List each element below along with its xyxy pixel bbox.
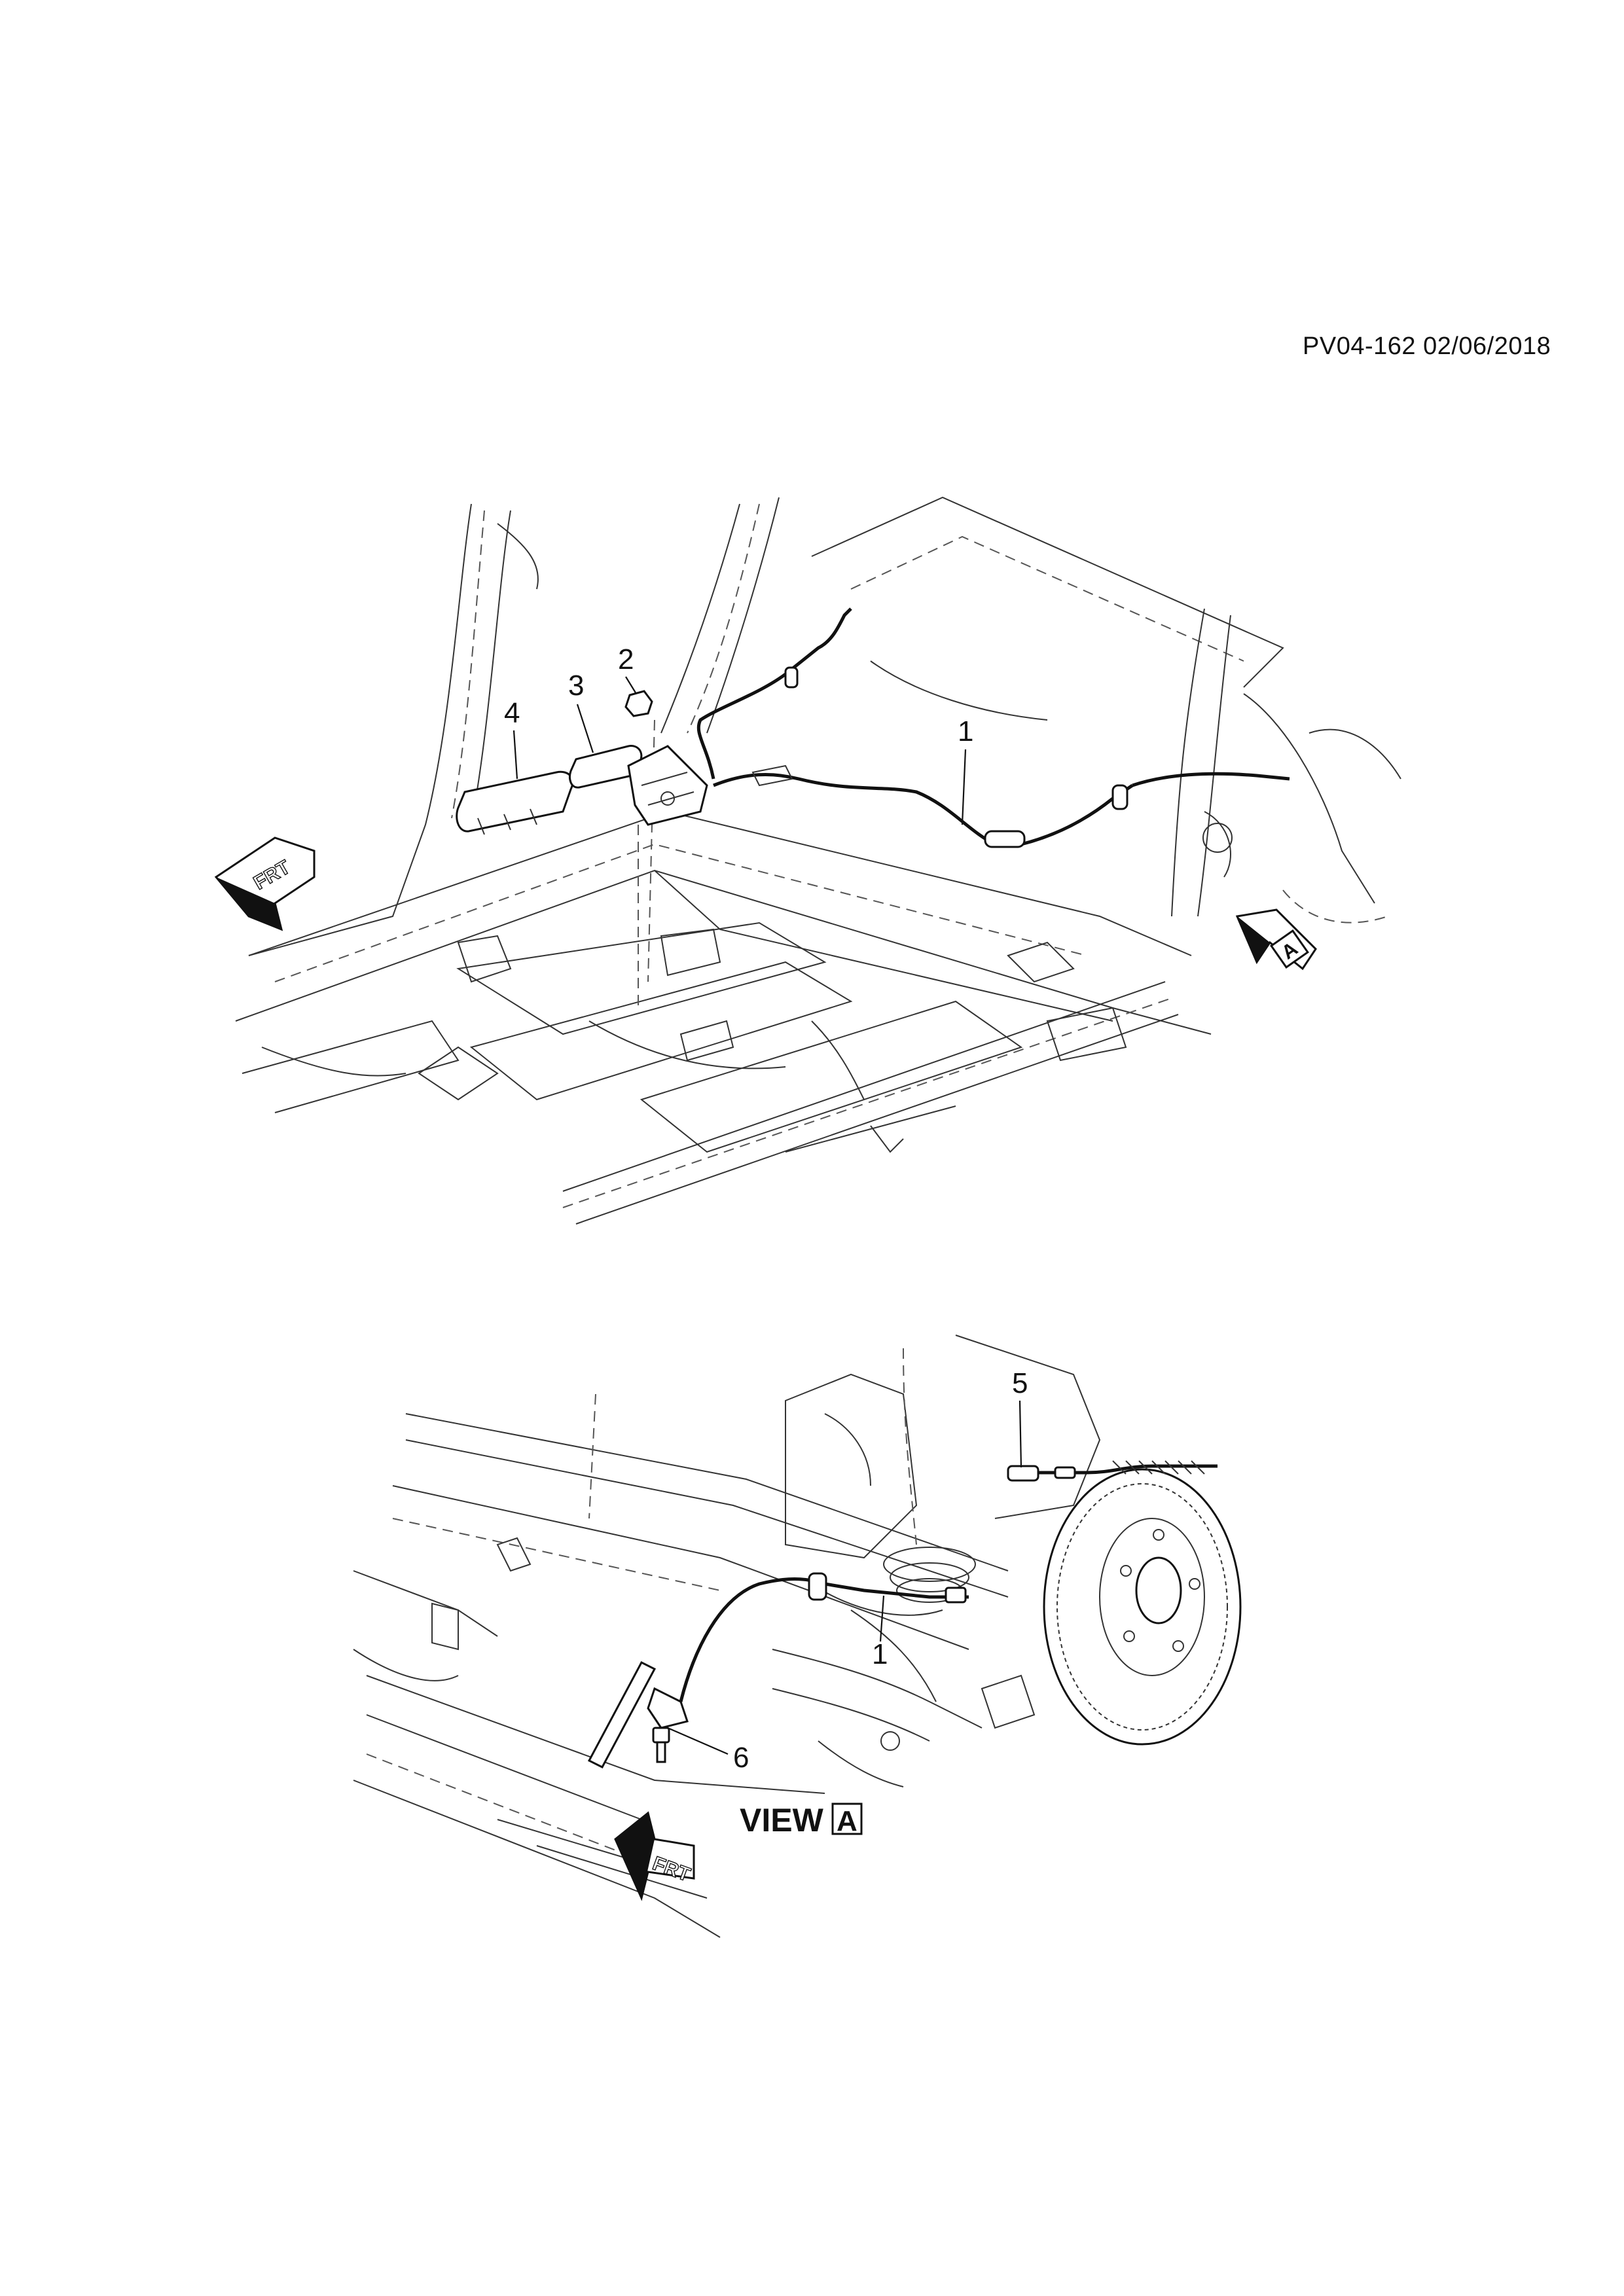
parking-brake-handle-grip — [456, 770, 574, 835]
front-direction-arrow-top: FRT — [214, 836, 316, 931]
parking-brake-cable-top — [696, 607, 1290, 848]
cable-bracket-bolt — [587, 1661, 689, 1768]
rear-brake-drum — [1043, 1468, 1242, 1746]
parking-brake-cable-bottom — [679, 1572, 969, 1702]
callout-4: 4 — [504, 697, 520, 729]
rear-brake-cable — [1007, 1460, 1218, 1482]
bracket-nut — [624, 690, 653, 717]
view-label-text: VIEW — [740, 1802, 824, 1839]
diagram-code: PV04-162 02/06/2018 — [1303, 332, 1551, 360]
callout-3: 3 — [568, 670, 584, 702]
bottom-underbody-outline — [353, 1335, 1101, 1938]
callout-6: 6 — [733, 1742, 749, 1774]
callout-2: 2 — [618, 643, 634, 675]
front-direction-arrow-bottom: FRT — [614, 1811, 695, 1901]
brake-lever-bracket — [627, 745, 708, 826]
view-label-letter: A — [837, 1805, 857, 1837]
callout-1-bottom: 1 — [872, 1638, 888, 1670]
callout-group-top: 1 2 3 4 — [504, 643, 973, 825]
top-underbody-outline — [235, 496, 1401, 1225]
callout-1-top: 1 — [958, 715, 973, 747]
callout-group-bottom: 5 1 6 — [667, 1367, 1028, 1774]
view-a-direction-arrow: A — [1235, 908, 1317, 971]
callout-5: 5 — [1012, 1367, 1028, 1399]
view-a-label: VIEW A — [740, 1802, 863, 1839]
